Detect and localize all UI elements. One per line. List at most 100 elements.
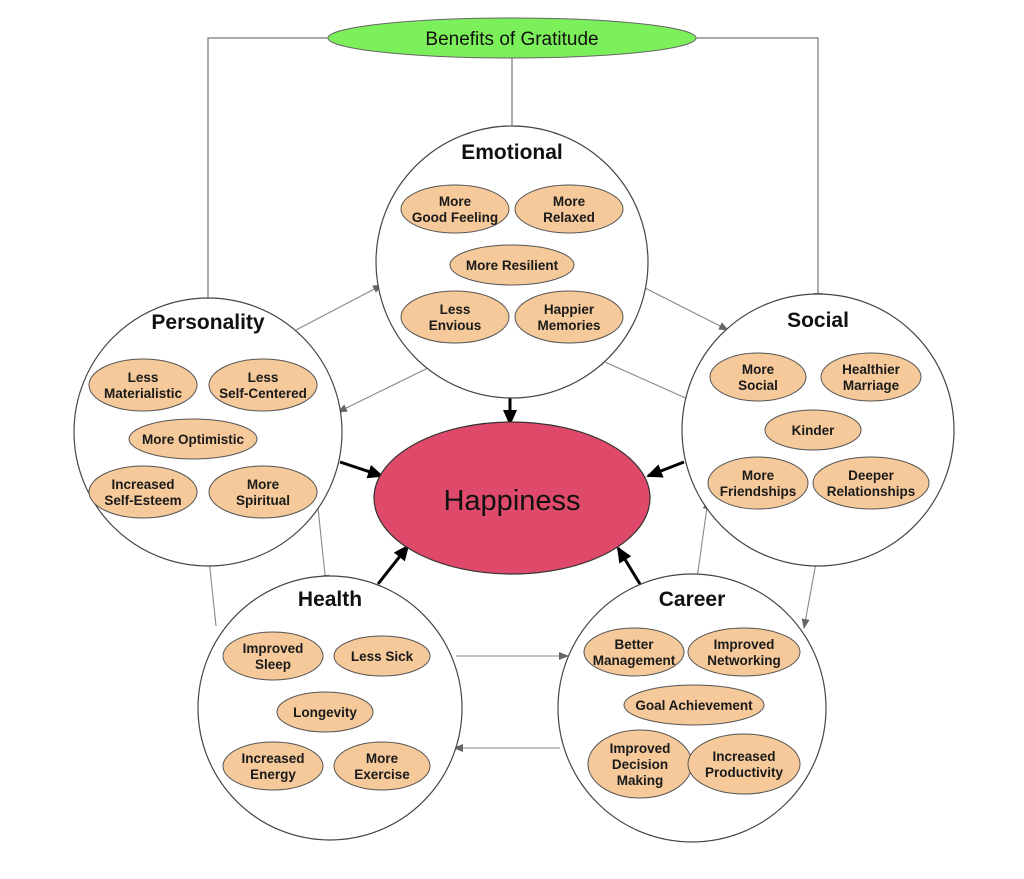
- personality-item-label: Spiritual: [236, 493, 290, 508]
- emotional-item-label: More Resilient: [466, 258, 559, 273]
- emotional-item-label: Happier: [544, 302, 595, 317]
- personality-item: More Optimistic: [128, 418, 258, 460]
- career-item-label: Management: [593, 653, 676, 668]
- social-item-label: Marriage: [843, 378, 900, 393]
- personality-item-pill: [88, 465, 198, 519]
- career-item: Goal Achievement: [623, 684, 765, 726]
- career-item-label: Goal Achievement: [635, 698, 753, 713]
- personality-item-pill: [208, 358, 318, 412]
- emotional-item-pill: [449, 244, 575, 286]
- health-item-pill: [333, 635, 431, 677]
- career-title: Career: [659, 588, 726, 611]
- health-item-pill: [222, 741, 324, 791]
- health-item-label: Less Sick: [351, 649, 414, 664]
- emotional-item-label: Memories: [537, 318, 600, 333]
- career-item-pill: [623, 684, 765, 726]
- career-item-label: Increased: [712, 749, 775, 764]
- connector-personality-to-emotional: [295, 284, 383, 331]
- personality-title: Personality: [151, 311, 265, 334]
- social-category: SocialMoreSocialHealthierMarriageKinderM…: [681, 293, 955, 567]
- arrow-personality-to-happiness: [339, 460, 384, 479]
- health-item: Less Sick: [333, 635, 431, 677]
- social-item-pill: [709, 352, 807, 402]
- social-item-label: Relationships: [827, 484, 916, 499]
- social-title: Social: [787, 309, 849, 332]
- health-item-label: Improved: [243, 641, 304, 656]
- arrow-social-to-happiness: [646, 460, 685, 478]
- personality-item-label: Self-Centered: [219, 386, 307, 401]
- personality-item-label: Less: [248, 370, 279, 385]
- emotional-title: Emotional: [461, 141, 563, 164]
- social-item-label: More: [742, 468, 775, 483]
- arrow-career-to-happiness: [616, 546, 642, 585]
- social-item-label: Social: [738, 378, 778, 393]
- social-item-label: Friendships: [720, 484, 797, 499]
- health-item-label: Energy: [250, 767, 296, 782]
- personality-item-label: Materialistic: [104, 386, 183, 401]
- connector-top-to-social: [694, 37, 822, 303]
- personality-item-pill: [128, 418, 258, 460]
- social-item: Kinder: [764, 409, 862, 451]
- career-item-label: Decision: [612, 757, 668, 772]
- emotional-item-pill: [400, 290, 510, 344]
- career-category: CareerBetterManagementImprovedNetworking…: [557, 573, 827, 843]
- social-item-label: More: [742, 362, 775, 377]
- emotional-item-label: Relaxed: [543, 210, 595, 225]
- social-item-label: Healthier: [842, 362, 901, 377]
- emotional-item-pill: [514, 290, 624, 344]
- social-item-pill: [707, 456, 809, 510]
- career-item-label: Networking: [707, 653, 781, 668]
- top-connectors: [204, 37, 822, 309]
- benefits-title: Benefits of Gratitude: [425, 29, 598, 50]
- connector-emotional-to-social: [644, 287, 729, 331]
- emotional-item-label: Envious: [429, 318, 482, 333]
- personality-item-label: Increased: [111, 477, 174, 492]
- connector-social-to-emotional: [595, 357, 691, 401]
- happiness-title: Happiness: [443, 485, 580, 517]
- emotional-item-label: Good Feeling: [412, 210, 498, 225]
- career-item-label: Better: [614, 637, 654, 652]
- personality-item-label: More Optimistic: [142, 432, 245, 447]
- career-item-pill: [687, 733, 801, 795]
- career-item-pill: [583, 627, 685, 677]
- emotional-item-pill: [400, 184, 510, 234]
- personality-item-pill: [208, 465, 318, 519]
- career-item-pill: [687, 627, 801, 677]
- personality-item-label: Self-Esteem: [104, 493, 181, 508]
- emotional-item: More Resilient: [449, 244, 575, 286]
- health-item-label: Exercise: [354, 767, 410, 782]
- connector-emotional-to-personality: [337, 365, 433, 413]
- health-item: Longevity: [276, 691, 374, 733]
- connector-personality-to-health: [317, 507, 330, 585]
- connector-top-to-personality: [204, 37, 330, 309]
- career-item-label: Making: [617, 773, 664, 788]
- career-item-label: Productivity: [705, 765, 784, 780]
- emotional-item-label: More: [439, 194, 472, 209]
- social-item-pill: [764, 409, 862, 451]
- social-item-pill: [812, 456, 930, 510]
- health-item-pill: [333, 741, 431, 791]
- social-item-label: Kinder: [792, 423, 836, 438]
- health-title: Health: [298, 588, 362, 611]
- social-item-pill: [820, 352, 922, 402]
- health-item-pill: [276, 691, 374, 733]
